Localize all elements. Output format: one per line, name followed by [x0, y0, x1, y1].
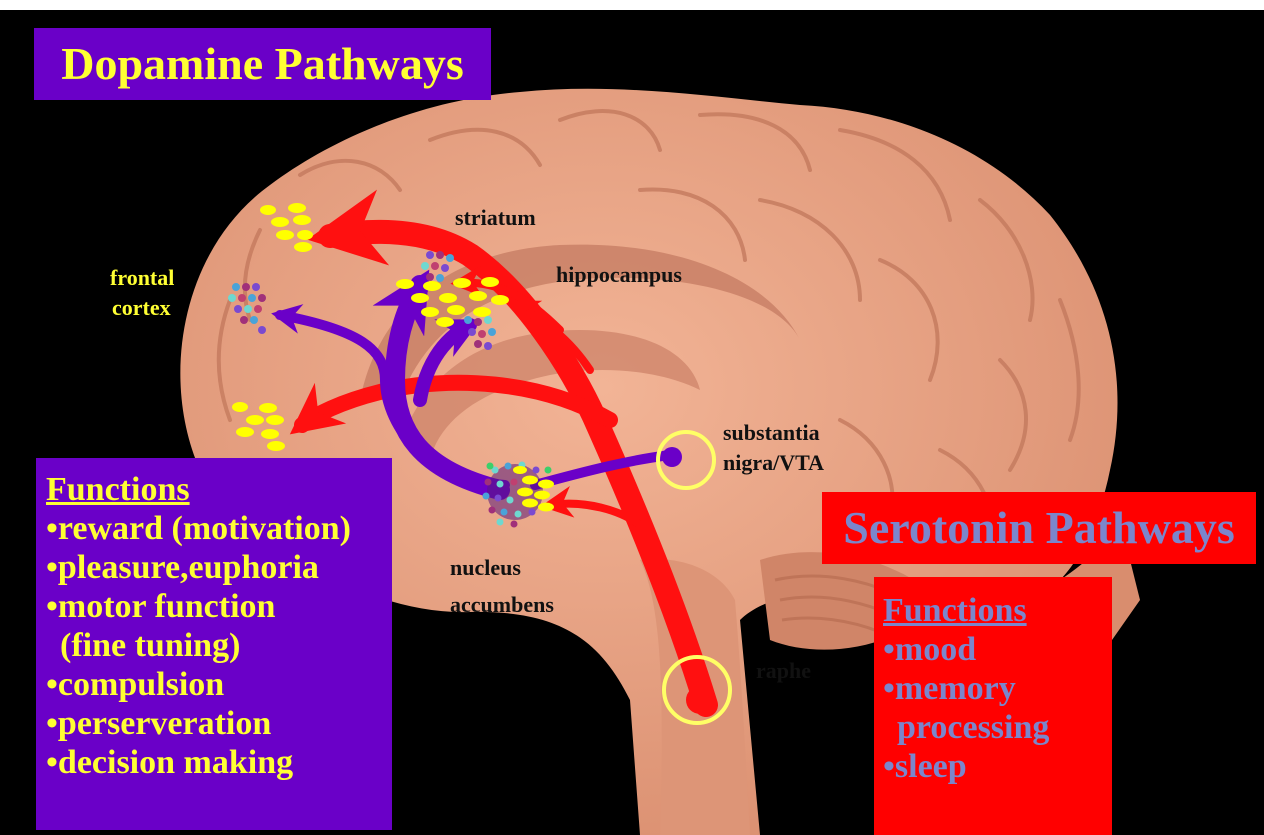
- dopamine-function-item: (fine tuning): [46, 626, 392, 665]
- label-substantia-line1: substantia: [723, 420, 820, 446]
- substantia-nigra-node: [662, 447, 682, 467]
- serotonin-title: Serotonin Pathways: [822, 492, 1256, 564]
- label-hippocampus: hippocampus: [556, 262, 682, 288]
- dopamine-function-item: •pleasure,euphoria: [46, 548, 392, 587]
- dopamine-function-item: •reward (motivation): [46, 509, 392, 548]
- dopamine-function-item: •compulsion: [46, 665, 392, 704]
- label-nucleus-line2: accumbens: [450, 592, 554, 618]
- serotonin-function-item: •memory: [883, 669, 1112, 708]
- label-substantia-line2: nigra/VTA: [723, 450, 824, 476]
- dopamine-function-item: •motor function: [46, 587, 392, 626]
- serotonin-function-item: •mood: [883, 630, 1112, 669]
- label-frontal-cortex-line1: frontal: [110, 265, 174, 291]
- label-nucleus-line1: nucleus: [450, 555, 521, 581]
- label-striatum: striatum: [455, 205, 536, 231]
- serotonin-functions-box: Functions •mood •memory processing •slee…: [874, 577, 1112, 835]
- dopamine-function-item: •perserveration: [46, 704, 392, 743]
- dopamine-functions-box: Functions •reward (motivation) •pleasure…: [36, 458, 392, 830]
- raphe-node: [686, 686, 714, 714]
- dopamine-title: Dopamine Pathways: [34, 28, 491, 100]
- serotonin-function-item: •sleep: [883, 747, 1112, 786]
- dopamine-functions-heading: Functions: [46, 470, 392, 509]
- dopamine-function-item: •decision making: [46, 743, 392, 782]
- top-border: [0, 0, 1264, 10]
- serotonin-functions-heading: Functions: [883, 591, 1112, 630]
- label-raphe: raphe: [756, 658, 811, 684]
- serotonin-function-item: processing: [883, 708, 1112, 747]
- label-frontal-cortex-line2: cortex: [112, 295, 171, 321]
